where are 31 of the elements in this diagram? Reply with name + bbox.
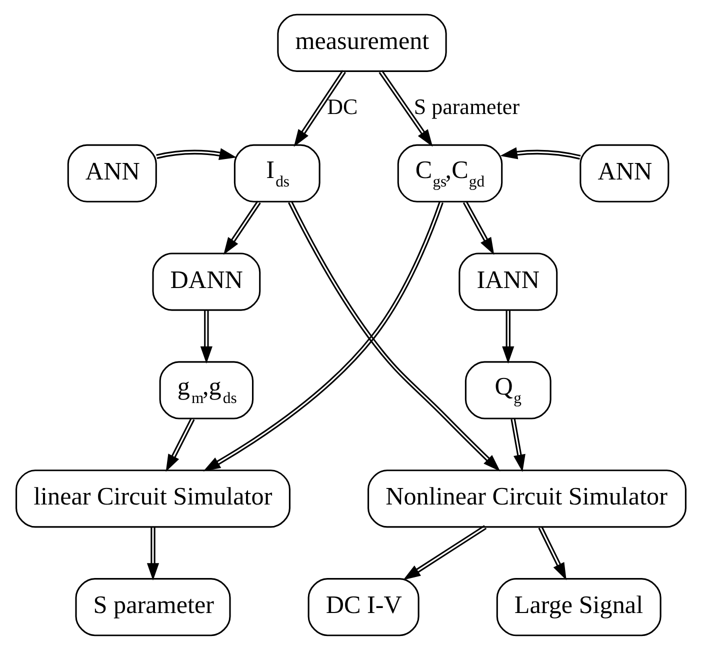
arrow	[538, 526, 566, 580]
arrow	[502, 310, 514, 364]
arrow	[202, 201, 443, 472]
node-box: DC I-V	[307, 578, 419, 636]
node-box: I$_{ds}$	[233, 144, 320, 202]
node-box: linear Circuit Simulator	[15, 470, 290, 528]
node-box: Q$_{g}$	[464, 361, 551, 420]
edge-label: S parameter	[413, 94, 520, 119]
node-box: DANN	[152, 252, 260, 311]
node-box: g$_{m}$,g$_{ds}$	[158, 361, 254, 420]
arrow	[223, 200, 260, 255]
arrow	[288, 200, 500, 472]
edge-label: DC	[326, 94, 358, 119]
node-box: ANN	[579, 144, 669, 202]
arrow	[293, 70, 346, 147]
arrow	[146, 527, 159, 580]
arrow	[378, 70, 432, 147]
arrow	[462, 200, 494, 255]
node-box: ANN	[66, 144, 156, 202]
node-box: measurement	[276, 14, 446, 72]
arrow	[402, 525, 486, 580]
arrow	[500, 147, 580, 160]
node-box: IANN	[458, 252, 558, 311]
arrow	[510, 418, 525, 472]
node-box: C$_{gs}$,C$_{gd}$	[396, 144, 502, 202]
arrow	[200, 310, 212, 364]
arrow	[156, 148, 236, 160]
arrow	[165, 418, 194, 472]
node-box: Nonlinear Circuit Simulator	[367, 470, 686, 528]
node-box: S parameter	[74, 578, 230, 636]
node-box: Large Signal	[496, 578, 661, 636]
